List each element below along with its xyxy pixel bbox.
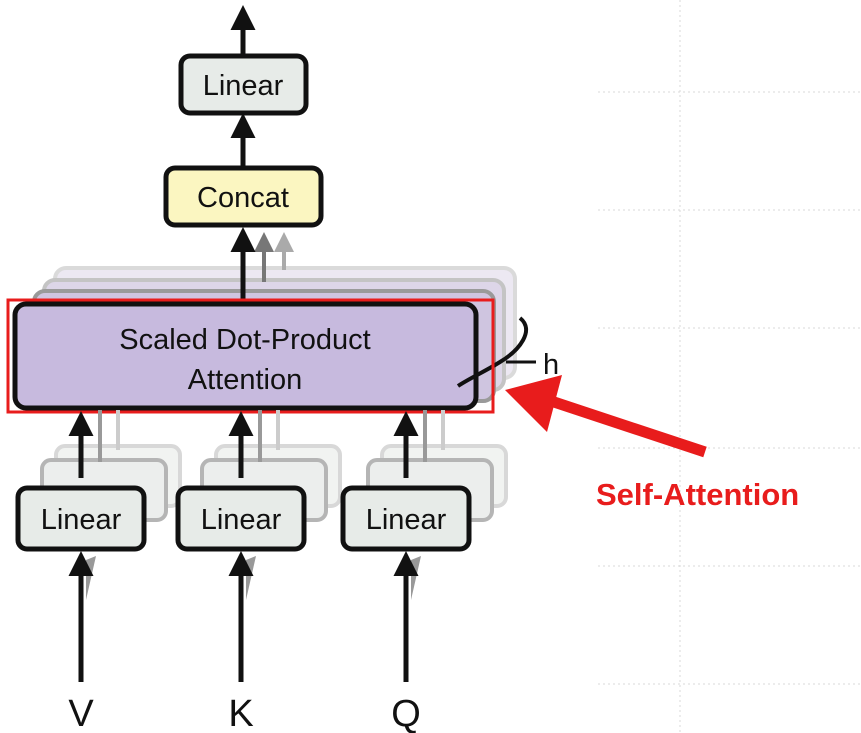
- heads-bracket: h: [456, 316, 559, 388]
- input-linear-k: Linear: [175, 485, 307, 552]
- output-linear-label: Linear: [203, 70, 284, 102]
- heads-label: h: [543, 349, 559, 381]
- background-grid: [598, 0, 861, 733]
- input-linear-v-label: Linear: [41, 504, 122, 536]
- input-linear-q-label: Linear: [366, 504, 447, 536]
- input-linear-q: Linear: [340, 485, 472, 552]
- input-linear-v: Linear: [15, 485, 147, 552]
- input-q-label: Q: [391, 693, 421, 733]
- input-v-label: V: [68, 693, 94, 733]
- input-k-label: K: [228, 693, 253, 733]
- linear-to-attention-arrows: [68, 410, 445, 478]
- attention-to-concat-arrows: [230, 227, 294, 302]
- concat-label: Concat: [197, 182, 289, 214]
- callout-arrow: [505, 375, 707, 458]
- attention-label-line1: Scaled Dot-Product: [119, 324, 370, 356]
- attention-label-line2: Attention: [188, 364, 302, 396]
- attention-box: Scaled Dot-Product Attention: [12, 301, 479, 411]
- input-linear-k-label: Linear: [201, 504, 282, 536]
- callout-label: Self-Attention: [596, 477, 799, 512]
- output-linear-box: Linear: [178, 53, 309, 116]
- concat-box: Concat: [163, 165, 324, 228]
- input-arrows: [68, 551, 421, 682]
